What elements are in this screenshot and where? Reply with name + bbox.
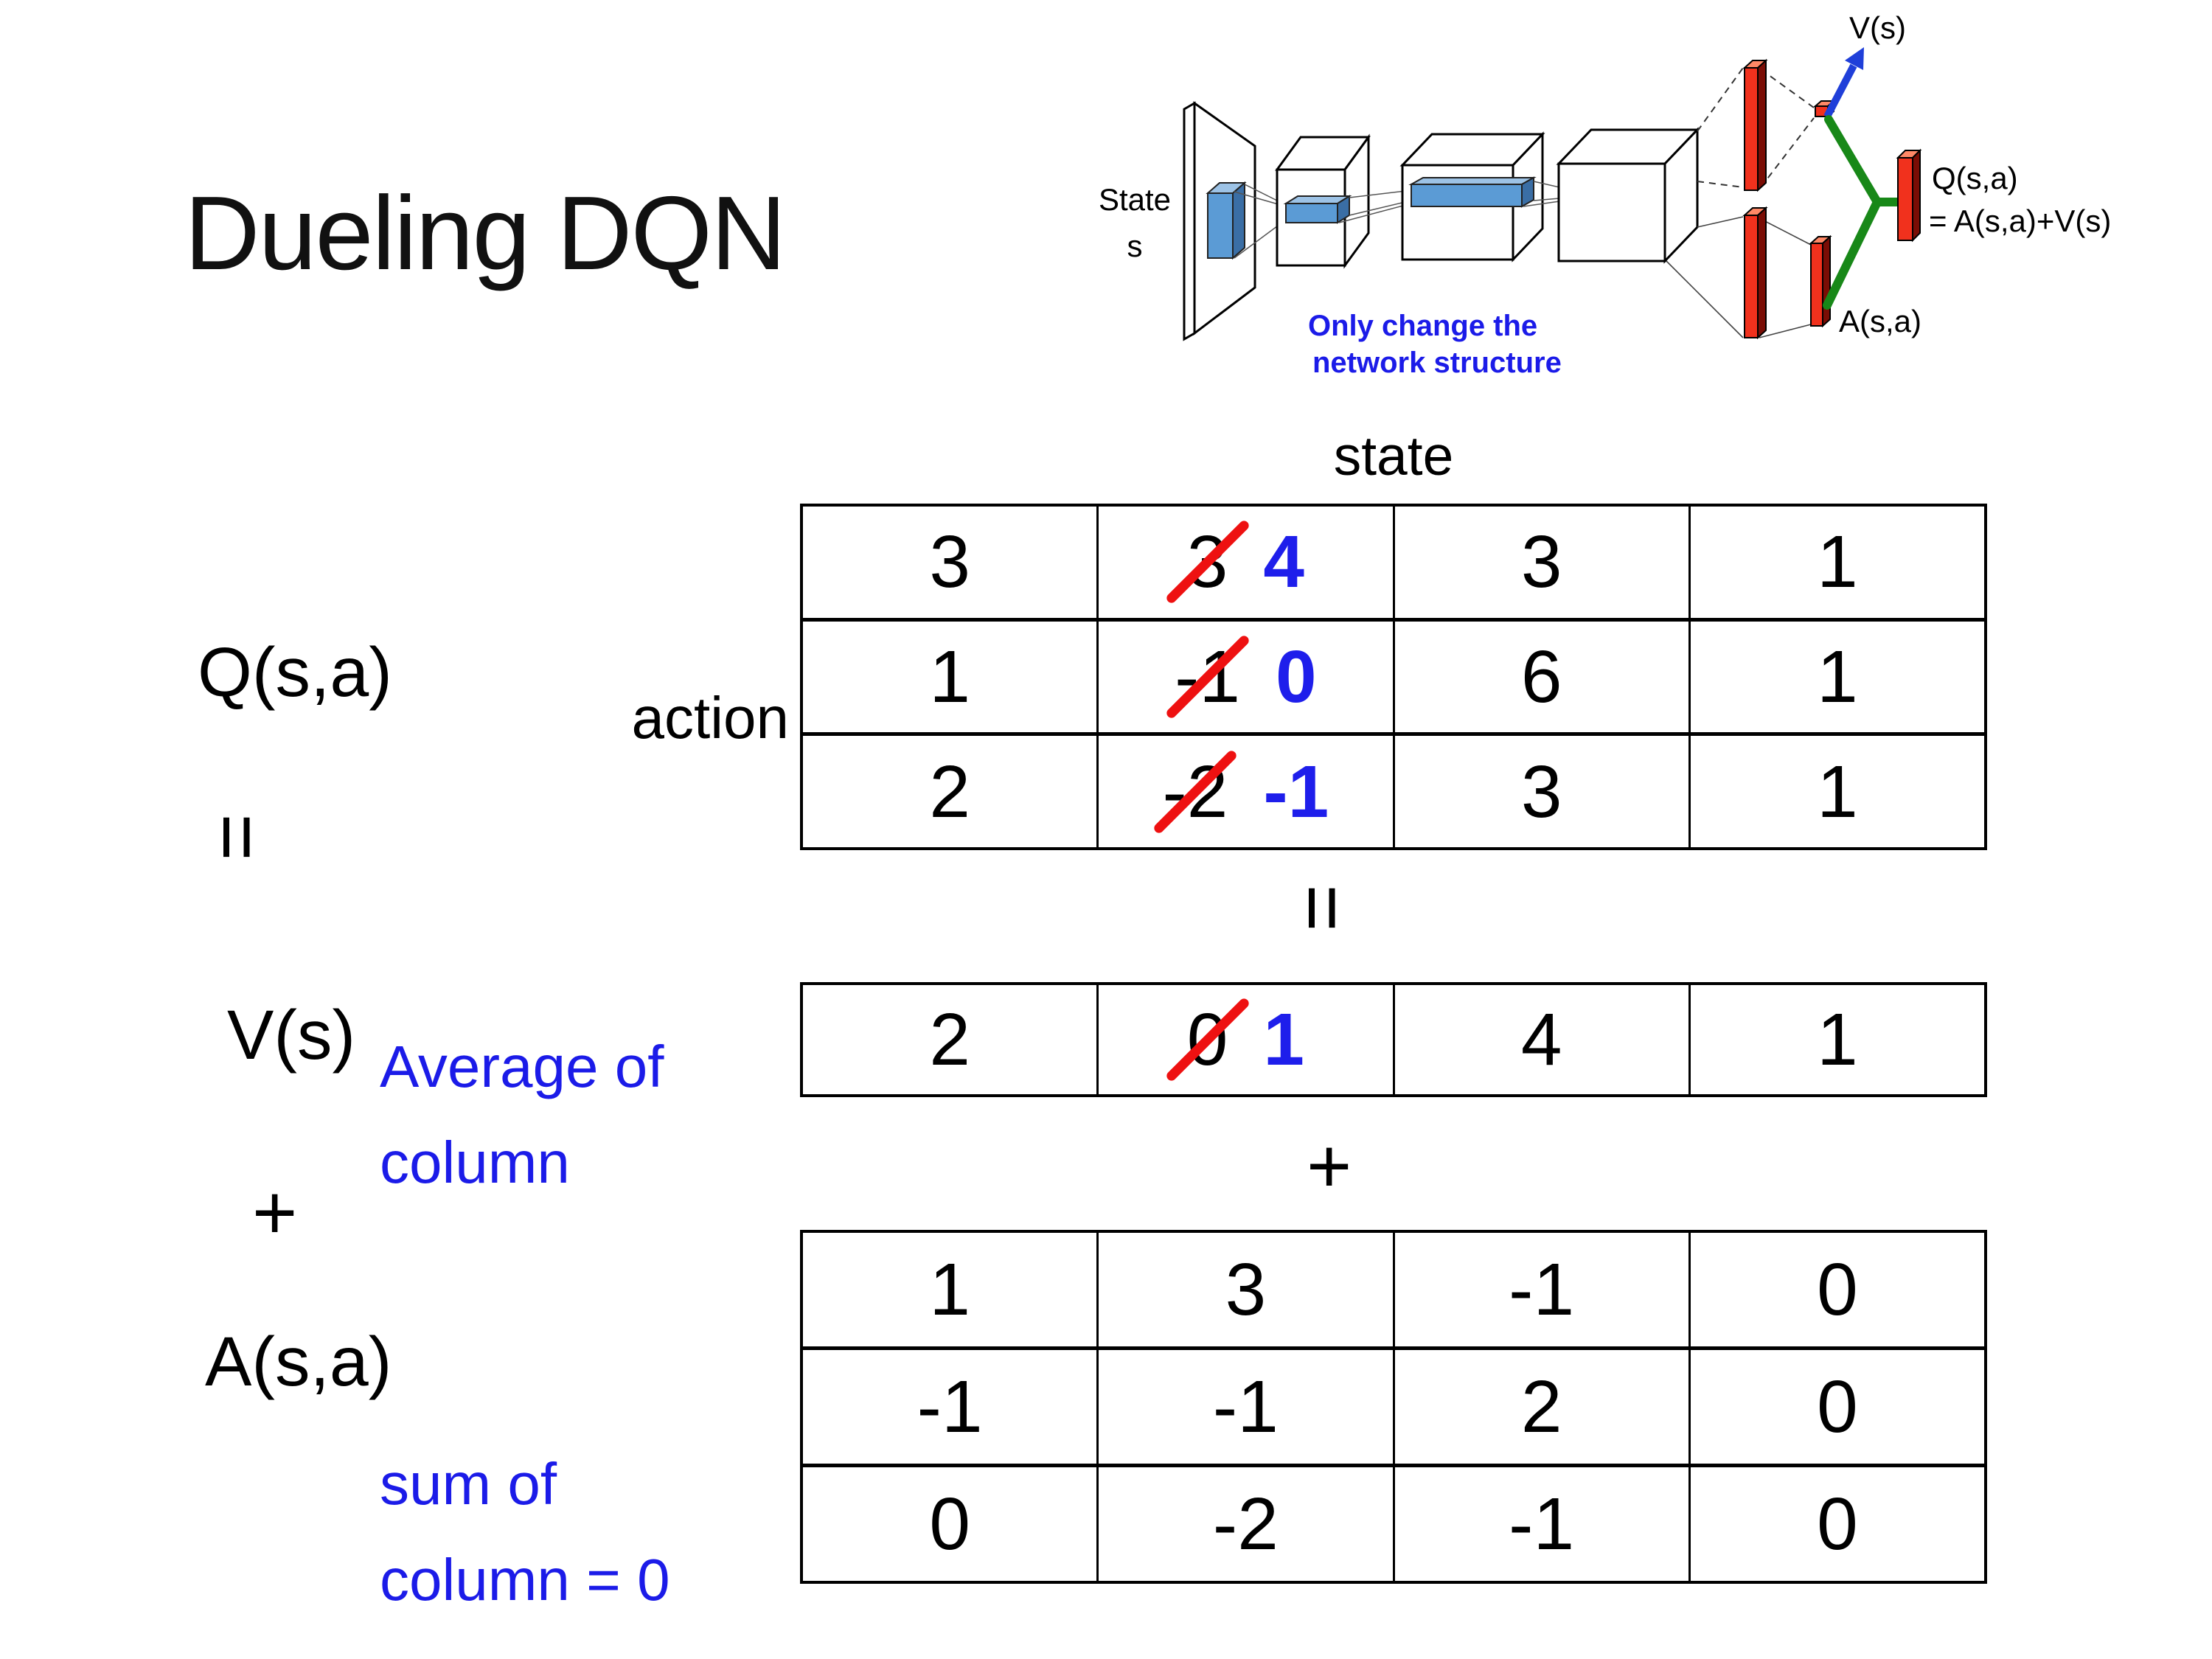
diagram-note-line1: Only change the <box>1308 310 1537 342</box>
q-output-bar <box>1896 148 1922 243</box>
q-cell: 3 <box>1392 736 1688 848</box>
diagram-note-line2: network structure <box>1312 347 1562 379</box>
plus-sign-left: + <box>252 1169 298 1256</box>
action-header: action <box>631 685 789 751</box>
q-cell: 1 <box>929 636 970 718</box>
a-cell: -1 <box>917 1366 983 1448</box>
q-cell: 1 <box>1688 621 1984 733</box>
q-cell: 3 <box>929 521 970 604</box>
state-input-label-s: s <box>1127 229 1143 263</box>
a-table-row: 1 3 -1 0 <box>803 1233 1984 1346</box>
q-table-row: 2 -2 -1 3 1 <box>803 732 1984 848</box>
page-title: Dueling DQN <box>184 175 787 292</box>
a-cell: 3 <box>1096 1233 1392 1346</box>
q-table: 3 3 4 3 1 1 -1 0 6 1 2 -2 -1 3 1 <box>800 504 1987 850</box>
q-cell: 6 <box>1392 621 1688 733</box>
state-input-label: State <box>1099 182 1171 217</box>
value-output-label: V(s) <box>1849 10 1906 45</box>
average-of-column-note: Average of column <box>380 1034 664 1195</box>
q-matrix-label: Q(s,a) <box>198 633 392 712</box>
sum-of-column-note: sum of column = 0 <box>380 1451 670 1613</box>
a-matrix-label: A(s,a) <box>205 1323 392 1401</box>
a-cell: 0 <box>929 1483 970 1565</box>
equals-sign-center: = <box>1277 884 1368 932</box>
a-cell: 0 <box>1688 1233 1984 1346</box>
a-cell: 0 <box>1688 1467 1984 1581</box>
a-cell: 0 <box>1688 1350 1984 1464</box>
value-stream-dashed-lines <box>1697 67 1815 188</box>
q-output-label-line1: Q(s,a) <box>1932 161 2018 195</box>
a-cell: -1 <box>1392 1233 1688 1346</box>
v-table: 2 0 1 4 1 <box>800 982 1987 1097</box>
q-cell: 1 <box>1688 736 1984 848</box>
state-header: state <box>1333 425 1454 487</box>
q-cell: 1 <box>1688 507 1984 618</box>
a-table-row: -1 -1 2 0 <box>803 1346 1984 1464</box>
conv-filter-box <box>1206 181 1247 260</box>
a-table: 1 3 -1 0 -1 -1 2 0 0 -2 -1 0 <box>800 1230 1987 1584</box>
q-cell-corrected: -1 0 <box>1096 621 1392 733</box>
advantage-stream-lines <box>1666 216 1812 338</box>
a-cell: -1 <box>1096 1350 1392 1464</box>
q-cell: 3 <box>1392 507 1688 618</box>
feature-slab-3 <box>1408 176 1537 208</box>
v-cell: 1 <box>1688 985 1984 1094</box>
q-cell-corrected: 3 4 <box>1096 507 1392 618</box>
v-cell: 4 <box>1392 985 1688 1094</box>
v-table-row: 2 0 1 4 1 <box>803 985 1984 1094</box>
value-fc-bar <box>1742 58 1768 192</box>
q-output-label-line2: = A(s,a)+V(s) <box>1929 204 2111 238</box>
network-diagram: State s <box>1099 10 2111 379</box>
equals-sign-left: = <box>192 813 283 861</box>
v-matrix-label: V(s) <box>227 996 356 1074</box>
q-cell: 2 <box>929 750 970 833</box>
a-cell: 2 <box>1392 1350 1688 1464</box>
a-cell: 1 <box>929 1248 970 1331</box>
v-cell: 2 <box>929 998 970 1081</box>
a-cell: -2 <box>1096 1467 1392 1581</box>
aggregation-connector <box>1823 115 1904 310</box>
advantage-fc-bar-2 <box>1809 234 1832 328</box>
conv-layer-4 <box>1556 127 1700 264</box>
advantage-fc-bar-1 <box>1742 206 1768 340</box>
v-cell-corrected: 0 1 <box>1096 985 1392 1094</box>
a-cell: -1 <box>1392 1467 1688 1581</box>
a-table-row: 0 -2 -1 0 <box>803 1464 1984 1581</box>
q-table-row: 1 -1 0 6 1 <box>803 617 1984 733</box>
advantage-output-label: A(s,a) <box>1839 304 1921 338</box>
q-cell-corrected: -2 -1 <box>1096 736 1392 848</box>
input-plate-layer <box>1183 101 1256 341</box>
q-table-row: 3 3 4 3 1 <box>803 507 1984 618</box>
plus-sign-center: + <box>1307 1123 1352 1209</box>
feature-slab-2 <box>1283 195 1352 224</box>
conv-fan-lines-2 <box>1338 189 1412 223</box>
value-output-arrow <box>1823 47 1864 119</box>
